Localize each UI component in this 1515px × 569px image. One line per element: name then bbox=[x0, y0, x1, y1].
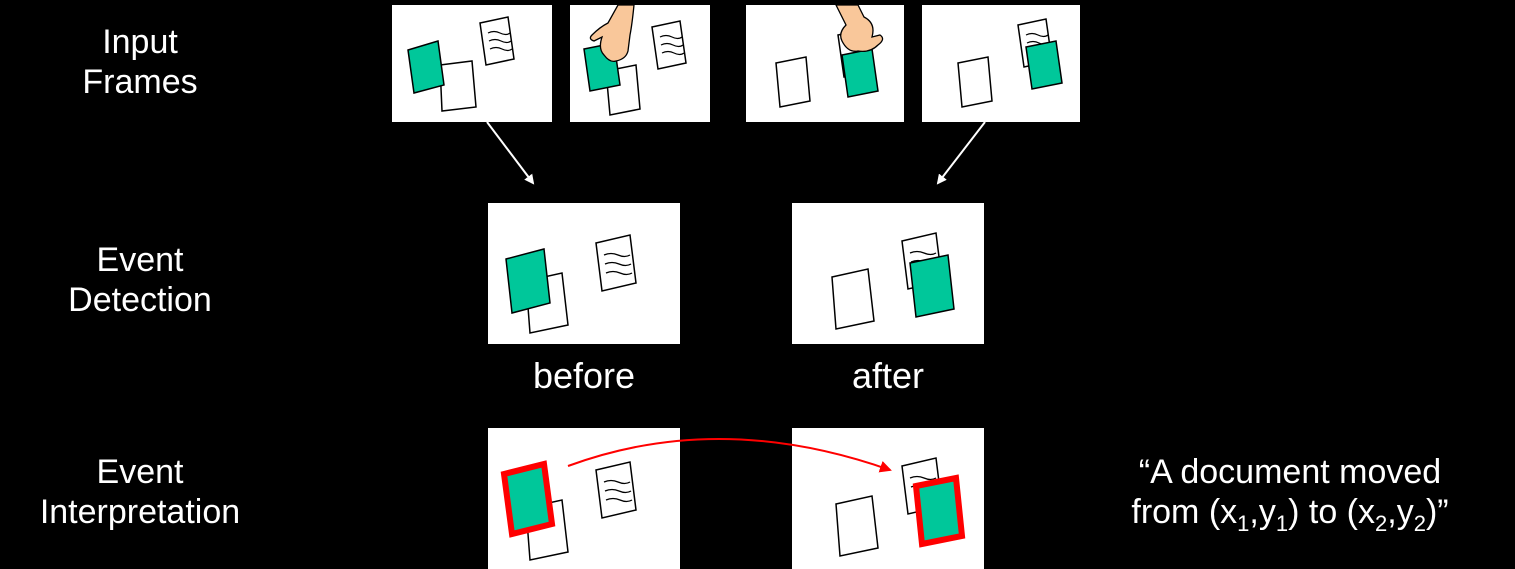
row-label-line: Input bbox=[102, 23, 178, 61]
interpretation-frame-before bbox=[488, 428, 680, 569]
row-label-line: Event bbox=[96, 453, 184, 491]
frame-scene bbox=[957, 18, 1063, 108]
row-label-line: Interpretation bbox=[39, 493, 241, 531]
subscript: 1 bbox=[1237, 510, 1250, 536]
arrow-to-before bbox=[486, 121, 535, 185]
interpretation-frame-after bbox=[792, 428, 984, 569]
row-label-line: Detection bbox=[68, 281, 212, 319]
green-document bbox=[1025, 40, 1063, 90]
detection-frame-before bbox=[488, 203, 680, 344]
interpretation-line-2: from (x1,y1) to (x2,y2)” bbox=[1060, 492, 1515, 544]
green-document bbox=[505, 248, 551, 314]
highlighted-green-document bbox=[912, 474, 966, 548]
blank-document bbox=[439, 60, 477, 112]
input-frame-1 bbox=[392, 5, 552, 122]
frame-scene bbox=[835, 457, 966, 557]
green-document bbox=[841, 48, 879, 98]
blank-document bbox=[835, 495, 879, 557]
text-lines bbox=[487, 30, 513, 52]
input-frame-4 bbox=[922, 5, 1080, 122]
text-lines bbox=[603, 479, 633, 503]
text-document bbox=[651, 20, 687, 70]
caption-before: before bbox=[532, 355, 636, 396]
text-fragment: ) to (x bbox=[1288, 493, 1376, 531]
text-fragment: ,y bbox=[1249, 493, 1276, 531]
caption-after: after bbox=[851, 355, 925, 396]
hand-icon bbox=[835, 5, 884, 53]
text-fragment: )” bbox=[1425, 493, 1449, 531]
frame-scene bbox=[775, 5, 884, 108]
subscript: 1 bbox=[1275, 510, 1289, 536]
green-document bbox=[909, 254, 955, 318]
text-document bbox=[479, 16, 515, 66]
highlighted-green-document bbox=[500, 460, 556, 538]
text-fragment: ,y bbox=[1387, 493, 1414, 531]
row-label-event-detection: Event Detection bbox=[10, 240, 270, 320]
row-label-line: Event bbox=[96, 241, 184, 279]
frame-scene bbox=[505, 234, 637, 334]
detection-frame-after bbox=[792, 203, 984, 344]
subscript: 2 bbox=[1413, 510, 1426, 536]
frame-scene bbox=[500, 460, 637, 561]
text-lines bbox=[659, 34, 685, 56]
arrow-to-after bbox=[936, 121, 986, 185]
row-label-input-frames: Input Frames bbox=[10, 22, 270, 102]
frame-scene bbox=[407, 16, 515, 112]
frame-scene bbox=[831, 232, 955, 330]
row-label-event-interpretation: Event Interpretation bbox=[10, 452, 270, 532]
input-frame-2 bbox=[570, 5, 710, 122]
input-frame-3 bbox=[746, 5, 904, 122]
interpretation-text: “A document moved from (x1,y1) to (x2,y2… bbox=[1060, 452, 1515, 544]
row-label-line: Frames bbox=[82, 63, 198, 101]
blank-document bbox=[775, 56, 811, 108]
green-document bbox=[407, 40, 445, 94]
text-lines bbox=[603, 252, 633, 276]
subscript: 2 bbox=[1375, 510, 1388, 536]
hand-icon bbox=[589, 5, 635, 63]
blank-document bbox=[957, 56, 993, 108]
frame-scene bbox=[583, 5, 687, 116]
blank-document bbox=[831, 268, 875, 330]
interpretation-line-1: “A document moved bbox=[1138, 453, 1442, 491]
text-fragment: from (x bbox=[1131, 493, 1238, 531]
